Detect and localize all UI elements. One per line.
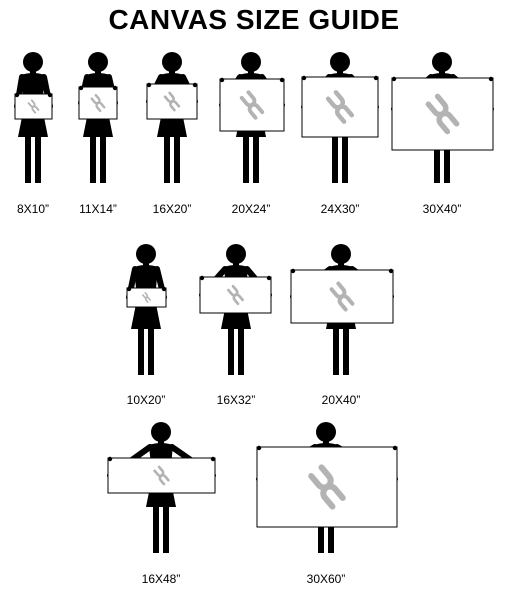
head <box>432 52 452 72</box>
size-label: 30X60” <box>306 572 346 586</box>
right-leg <box>343 327 349 375</box>
head <box>162 52 182 72</box>
left-hand <box>290 268 296 274</box>
page-title: CANVAS SIZE GUIDE <box>108 4 400 35</box>
head <box>151 422 171 442</box>
size-label: 20X40” <box>321 393 361 407</box>
logo-icon <box>425 93 460 135</box>
canvas-rect <box>14 93 53 120</box>
left-leg <box>318 505 324 553</box>
canvas-board <box>78 85 118 120</box>
left-hand <box>78 85 84 91</box>
right-leg <box>238 327 244 375</box>
canvas-board <box>256 445 398 528</box>
logo-icon <box>329 281 355 312</box>
head <box>23 52 43 72</box>
canvas-board <box>290 268 394 324</box>
right-leg <box>148 327 154 375</box>
left-leg <box>434 135 440 183</box>
left-hand <box>14 92 20 98</box>
head <box>241 52 261 72</box>
right-leg <box>100 135 106 183</box>
head <box>331 244 351 264</box>
logo-icon <box>239 90 265 120</box>
size-label: 16X48” <box>141 572 181 586</box>
left-hand <box>146 82 152 88</box>
left-hand <box>219 77 225 83</box>
left-leg <box>25 135 31 183</box>
head <box>316 422 336 442</box>
left-leg <box>228 327 234 375</box>
size-label: 24X30” <box>320 202 360 216</box>
person-figure <box>126 244 167 375</box>
canvas-board <box>14 92 53 120</box>
right-leg <box>174 135 180 183</box>
right-leg <box>35 135 41 183</box>
right-hand <box>47 92 53 98</box>
canvas-board <box>199 275 272 314</box>
right-leg <box>253 135 259 183</box>
right-hand <box>192 82 198 88</box>
head <box>88 52 108 72</box>
right-hand <box>488 76 494 82</box>
logo-icon <box>27 99 40 114</box>
right-hand <box>392 445 398 451</box>
size-label: 10X20” <box>126 393 166 407</box>
right-hand <box>210 456 216 462</box>
left-hand <box>126 286 132 292</box>
head <box>136 244 156 264</box>
right-hand <box>266 275 272 281</box>
right-hand <box>373 75 379 81</box>
logo-icon <box>142 292 151 303</box>
right-hand <box>161 286 167 292</box>
canvas-board <box>126 286 167 308</box>
left-hand <box>391 76 397 82</box>
left-leg <box>138 327 144 375</box>
logo-icon <box>308 464 346 510</box>
right-leg <box>342 135 348 183</box>
canvas-board <box>146 82 198 120</box>
right-leg <box>444 135 450 183</box>
canvas-board <box>391 76 494 151</box>
size-label: 16X32” <box>216 393 256 407</box>
logo-icon <box>227 284 244 306</box>
right-leg <box>163 505 169 553</box>
left-leg <box>90 135 96 183</box>
right-hand <box>388 268 394 274</box>
size-label: 16X20” <box>152 202 192 216</box>
left-hand <box>107 456 113 462</box>
right-hand <box>112 85 118 91</box>
size-label: 11X14” <box>79 202 117 216</box>
logo-icon <box>163 91 181 112</box>
left-leg <box>164 135 170 183</box>
logo-icon <box>153 465 170 486</box>
size-label: 30X40” <box>422 202 462 216</box>
right-leg <box>328 505 334 553</box>
canvas-board <box>301 75 379 138</box>
head <box>330 52 350 72</box>
canvas-board <box>219 77 285 132</box>
left-leg <box>333 327 339 375</box>
size-label: 8X10” <box>16 202 50 216</box>
logo-icon <box>325 90 355 124</box>
logo-icon <box>90 93 106 113</box>
left-hand <box>301 75 307 81</box>
canvas-board <box>107 456 216 494</box>
left-leg <box>153 505 159 553</box>
left-hand <box>256 445 262 451</box>
left-leg <box>332 135 338 183</box>
size-label: 20X24” <box>231 202 271 216</box>
left-leg <box>243 135 249 183</box>
right-hand <box>279 77 285 83</box>
head <box>226 244 246 264</box>
left-hand <box>199 275 205 281</box>
